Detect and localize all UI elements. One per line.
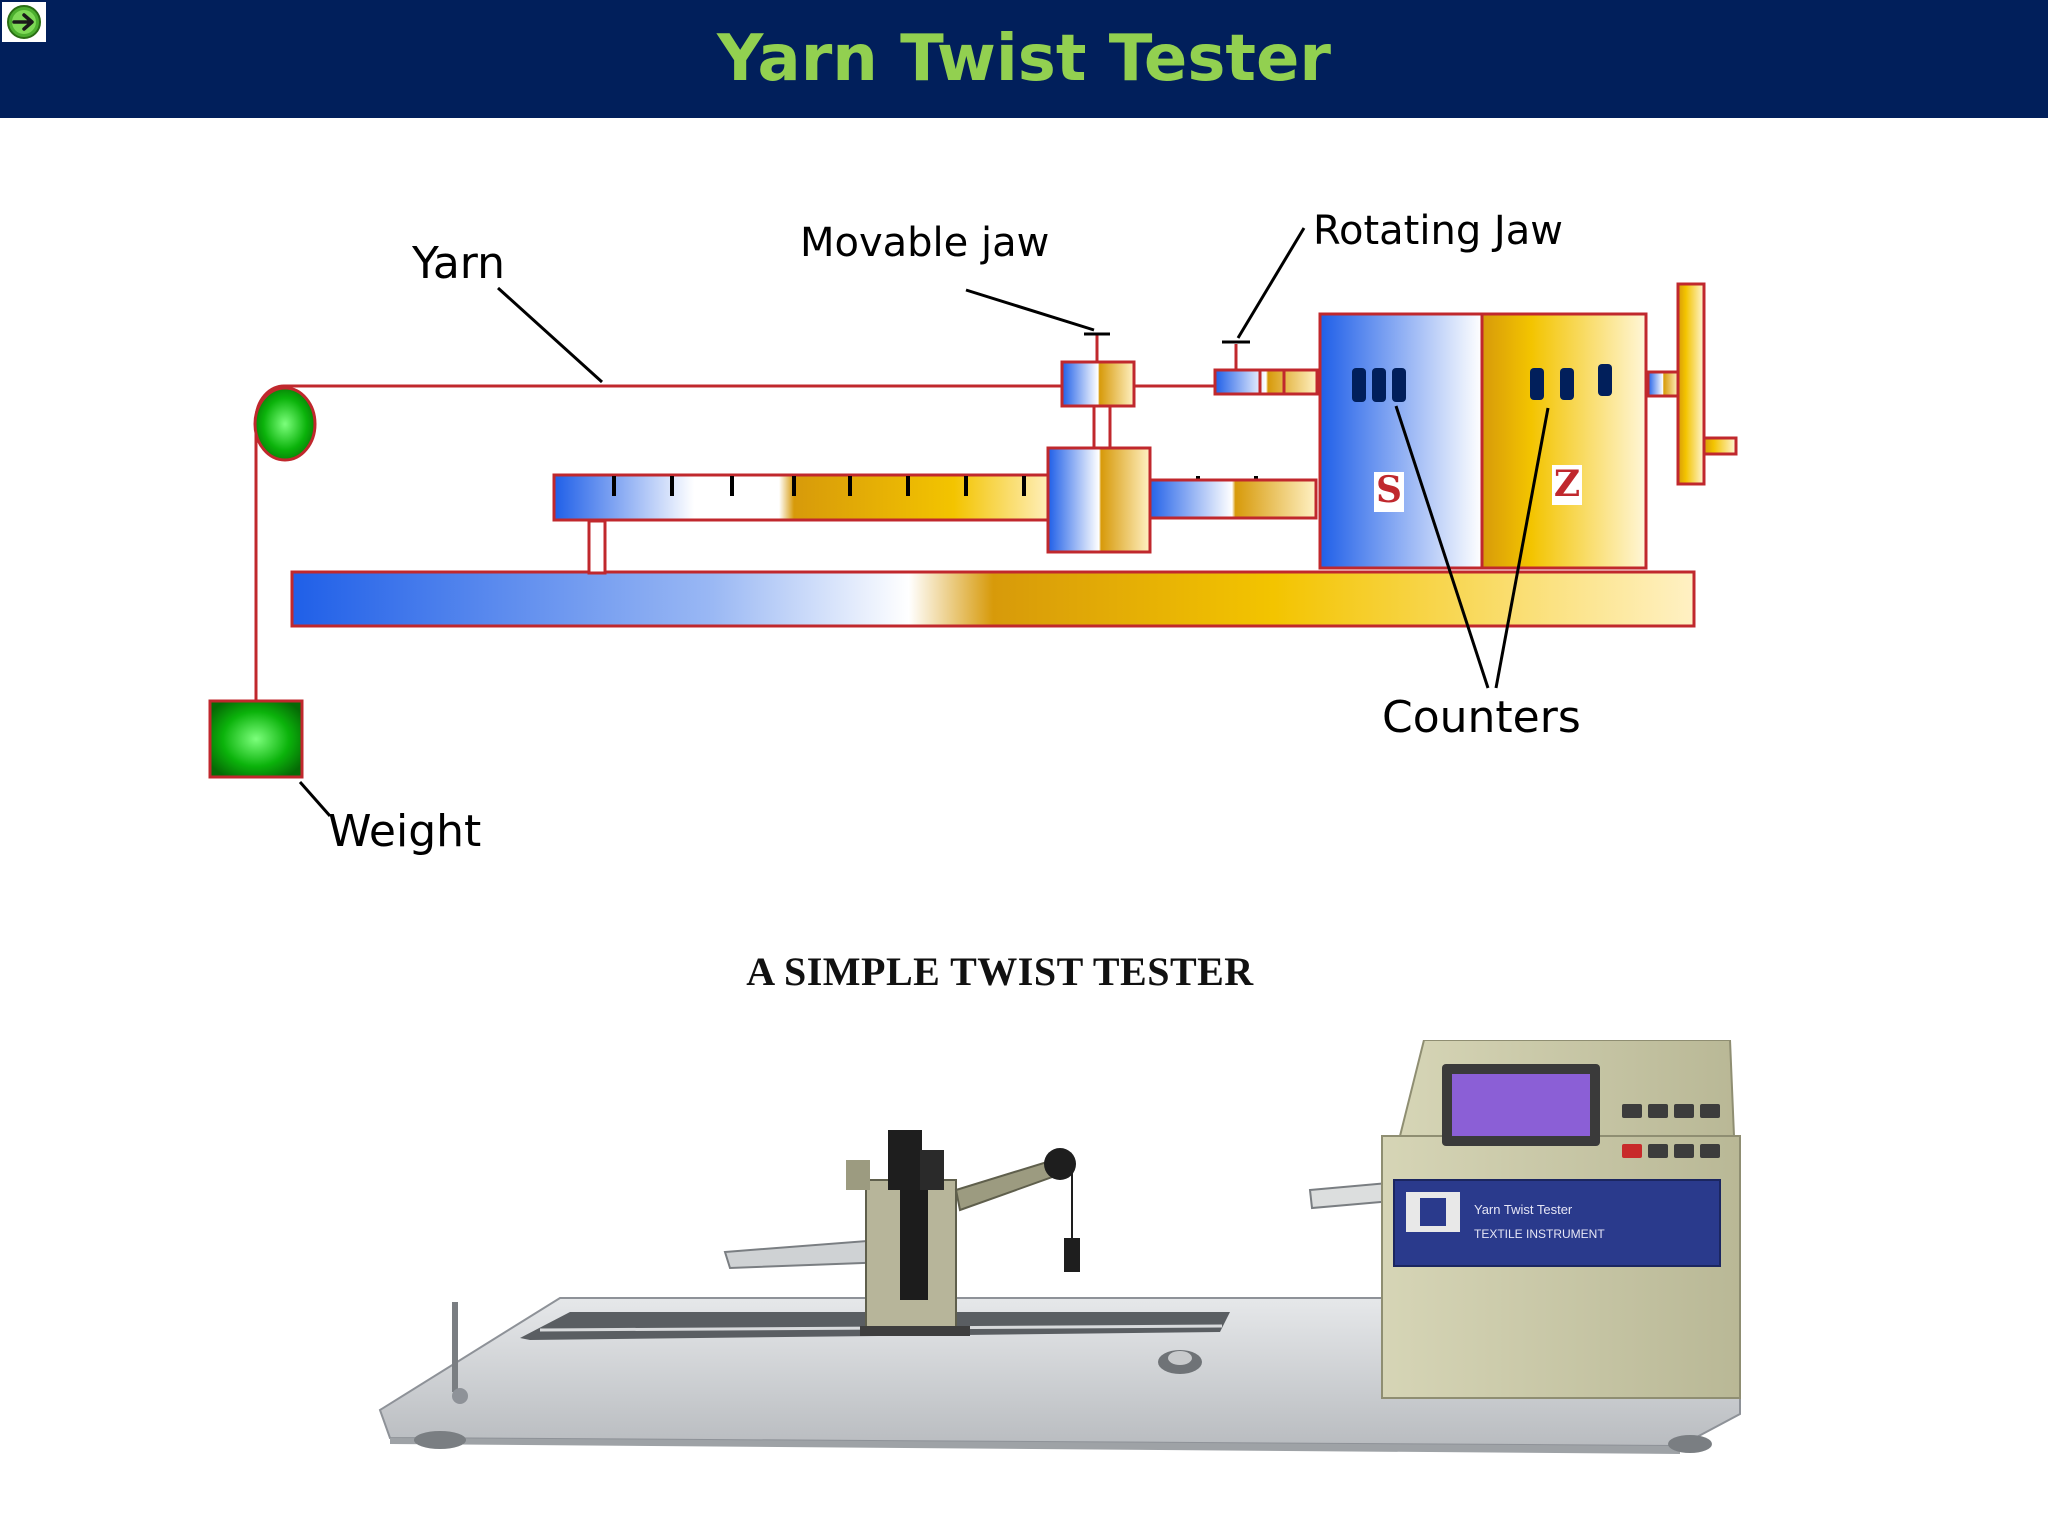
counter-s (1352, 368, 1406, 402)
z-label: Z (1554, 463, 1580, 505)
crank-handle (1646, 282, 1738, 486)
counter-housing (1318, 312, 1648, 570)
leader-lines (298, 227, 1550, 817)
s-label: S (1376, 469, 1402, 511)
label-yarn: Yarn (411, 238, 505, 289)
scale-support (587, 519, 607, 575)
movable-jaw (1046, 332, 1152, 554)
weight (208, 699, 304, 779)
scale-bar (552, 473, 1056, 522)
counter-z (1530, 364, 1612, 400)
pulley (253, 386, 317, 462)
twist-tester-diagram: S Z Yarn Movable jaw Rotating Jaw Counte… (208, 208, 1738, 857)
label-movable-jaw: Movable jaw (800, 220, 1049, 266)
nameplate-line-2: TEXTILE INSTRUMENT (1474, 1227, 1605, 1241)
label-rotating-jaw: Rotating Jaw (1313, 208, 1563, 254)
slide-header: Yarn Twist Tester (0, 0, 2048, 118)
rotating-jaw (1213, 340, 1319, 396)
slide-title: Yarn Twist Tester (717, 22, 1331, 96)
twist-tester-photo: Yarn Twist Tester TEXTILE INSTRUMENT (378, 1040, 1741, 1454)
label-weight: Weight (328, 806, 481, 857)
label-counters: Counters (1382, 692, 1581, 743)
next-slide-button[interactable] (2, 2, 46, 42)
z-label-bg (1552, 465, 1582, 505)
diagram-caption: A SIMPLE TWIST TESTER (746, 949, 1254, 994)
arrow-right-icon (7, 5, 41, 39)
nameplate-line-1: Yarn Twist Tester (1474, 1202, 1573, 1217)
scale-extension (1146, 478, 1318, 520)
base-bar (290, 570, 1696, 628)
s-label-bg (1374, 472, 1404, 512)
